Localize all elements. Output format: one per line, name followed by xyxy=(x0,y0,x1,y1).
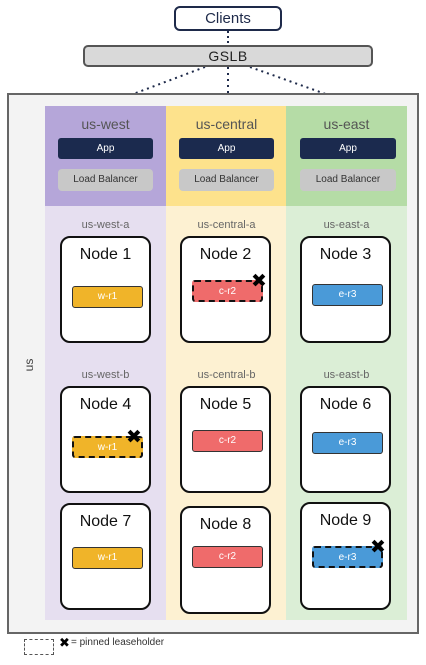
replica-w-r1-pinned: w-r1 xyxy=(72,436,143,458)
node-3[interactable]: Node 3 e-r3 xyxy=(300,236,391,343)
load-balancer-button[interactable]: Load Balancer xyxy=(179,169,274,191)
legend-dashed-box xyxy=(24,639,54,655)
node-7[interactable]: Node 7 w-r1 xyxy=(60,503,151,610)
node-title: Node 3 xyxy=(319,246,372,263)
pinned-x-icon: ✖ xyxy=(251,271,267,292)
node-1[interactable]: Node 1 w-r1 xyxy=(60,236,151,343)
node-4[interactable]: Node 4 w-r1 ✖ xyxy=(60,386,151,493)
clients-box: Clients xyxy=(174,6,282,31)
replica-e-r3: e-r3 xyxy=(312,284,383,306)
load-balancer-button[interactable]: Load Balancer xyxy=(58,169,153,191)
node-title: Node 8 xyxy=(199,516,252,533)
zone-label: us-west-b xyxy=(81,369,130,381)
region-us-west: us-west App Load Balancer us-west-a Node… xyxy=(45,106,166,620)
node-9[interactable]: Node 9 e-r3 ✖ xyxy=(300,502,391,610)
node-title: Node 6 xyxy=(319,396,372,413)
zone-label: us-central-a xyxy=(197,219,256,231)
region-us-central: us-central App Load Balancer us-central-… xyxy=(166,106,287,620)
replica-e-r3: e-r3 xyxy=(312,432,383,454)
replica-c-r2: c-r2 xyxy=(192,430,263,452)
region-name: us-west xyxy=(81,116,130,132)
node-2[interactable]: Node 2 c-r2 ✖ xyxy=(180,236,271,343)
app-button[interactable]: App xyxy=(179,138,274,159)
region-header: us-central App Load Balancer xyxy=(166,106,287,206)
app-button[interactable]: App xyxy=(58,138,153,159)
region-header: us-west App Load Balancer xyxy=(45,106,166,206)
replica-e-r3-pinned: e-r3 xyxy=(312,546,383,568)
node-5[interactable]: Node 5 c-r2 xyxy=(180,386,271,493)
pinned-x-icon: ✖ xyxy=(370,537,386,558)
replica-w-r1: w-r1 xyxy=(72,286,143,308)
node-title: Node 2 xyxy=(199,246,252,263)
replica-c-r2: c-r2 xyxy=(192,546,263,568)
replica-c-r2-pinned: c-r2 xyxy=(192,280,263,302)
zone-label: us-west-a xyxy=(81,219,130,231)
region-us-east: us-east App Load Balancer us-east-a Node… xyxy=(286,106,407,620)
node-title: Node 9 xyxy=(319,512,372,529)
gslb-bar: GSLB xyxy=(83,45,373,67)
us-label: us xyxy=(22,358,36,372)
region-header: us-east App Load Balancer xyxy=(286,106,407,206)
region-name: us-central xyxy=(195,116,258,132)
legend-x-icon: ✖ xyxy=(59,635,70,650)
zone-label: us-east-b xyxy=(323,369,370,381)
zone-label: us-east-a xyxy=(323,219,370,231)
node-title: Node 1 xyxy=(79,246,132,263)
replica-w-r1: w-r1 xyxy=(72,547,143,569)
region-name: us-east xyxy=(323,116,370,132)
app-button[interactable]: App xyxy=(300,138,396,159)
load-balancer-button[interactable]: Load Balancer xyxy=(300,169,396,191)
zone-label: us-central-b xyxy=(197,369,256,381)
legend-text: = pinned leaseholder xyxy=(71,637,165,648)
node-title: Node 7 xyxy=(79,513,132,530)
node-title: Node 4 xyxy=(79,396,132,413)
node-8[interactable]: Node 8 c-r2 xyxy=(180,506,271,614)
node-title: Node 5 xyxy=(199,396,252,413)
node-6[interactable]: Node 6 e-r3 xyxy=(300,386,391,493)
pinned-x-icon: ✖ xyxy=(126,427,142,448)
